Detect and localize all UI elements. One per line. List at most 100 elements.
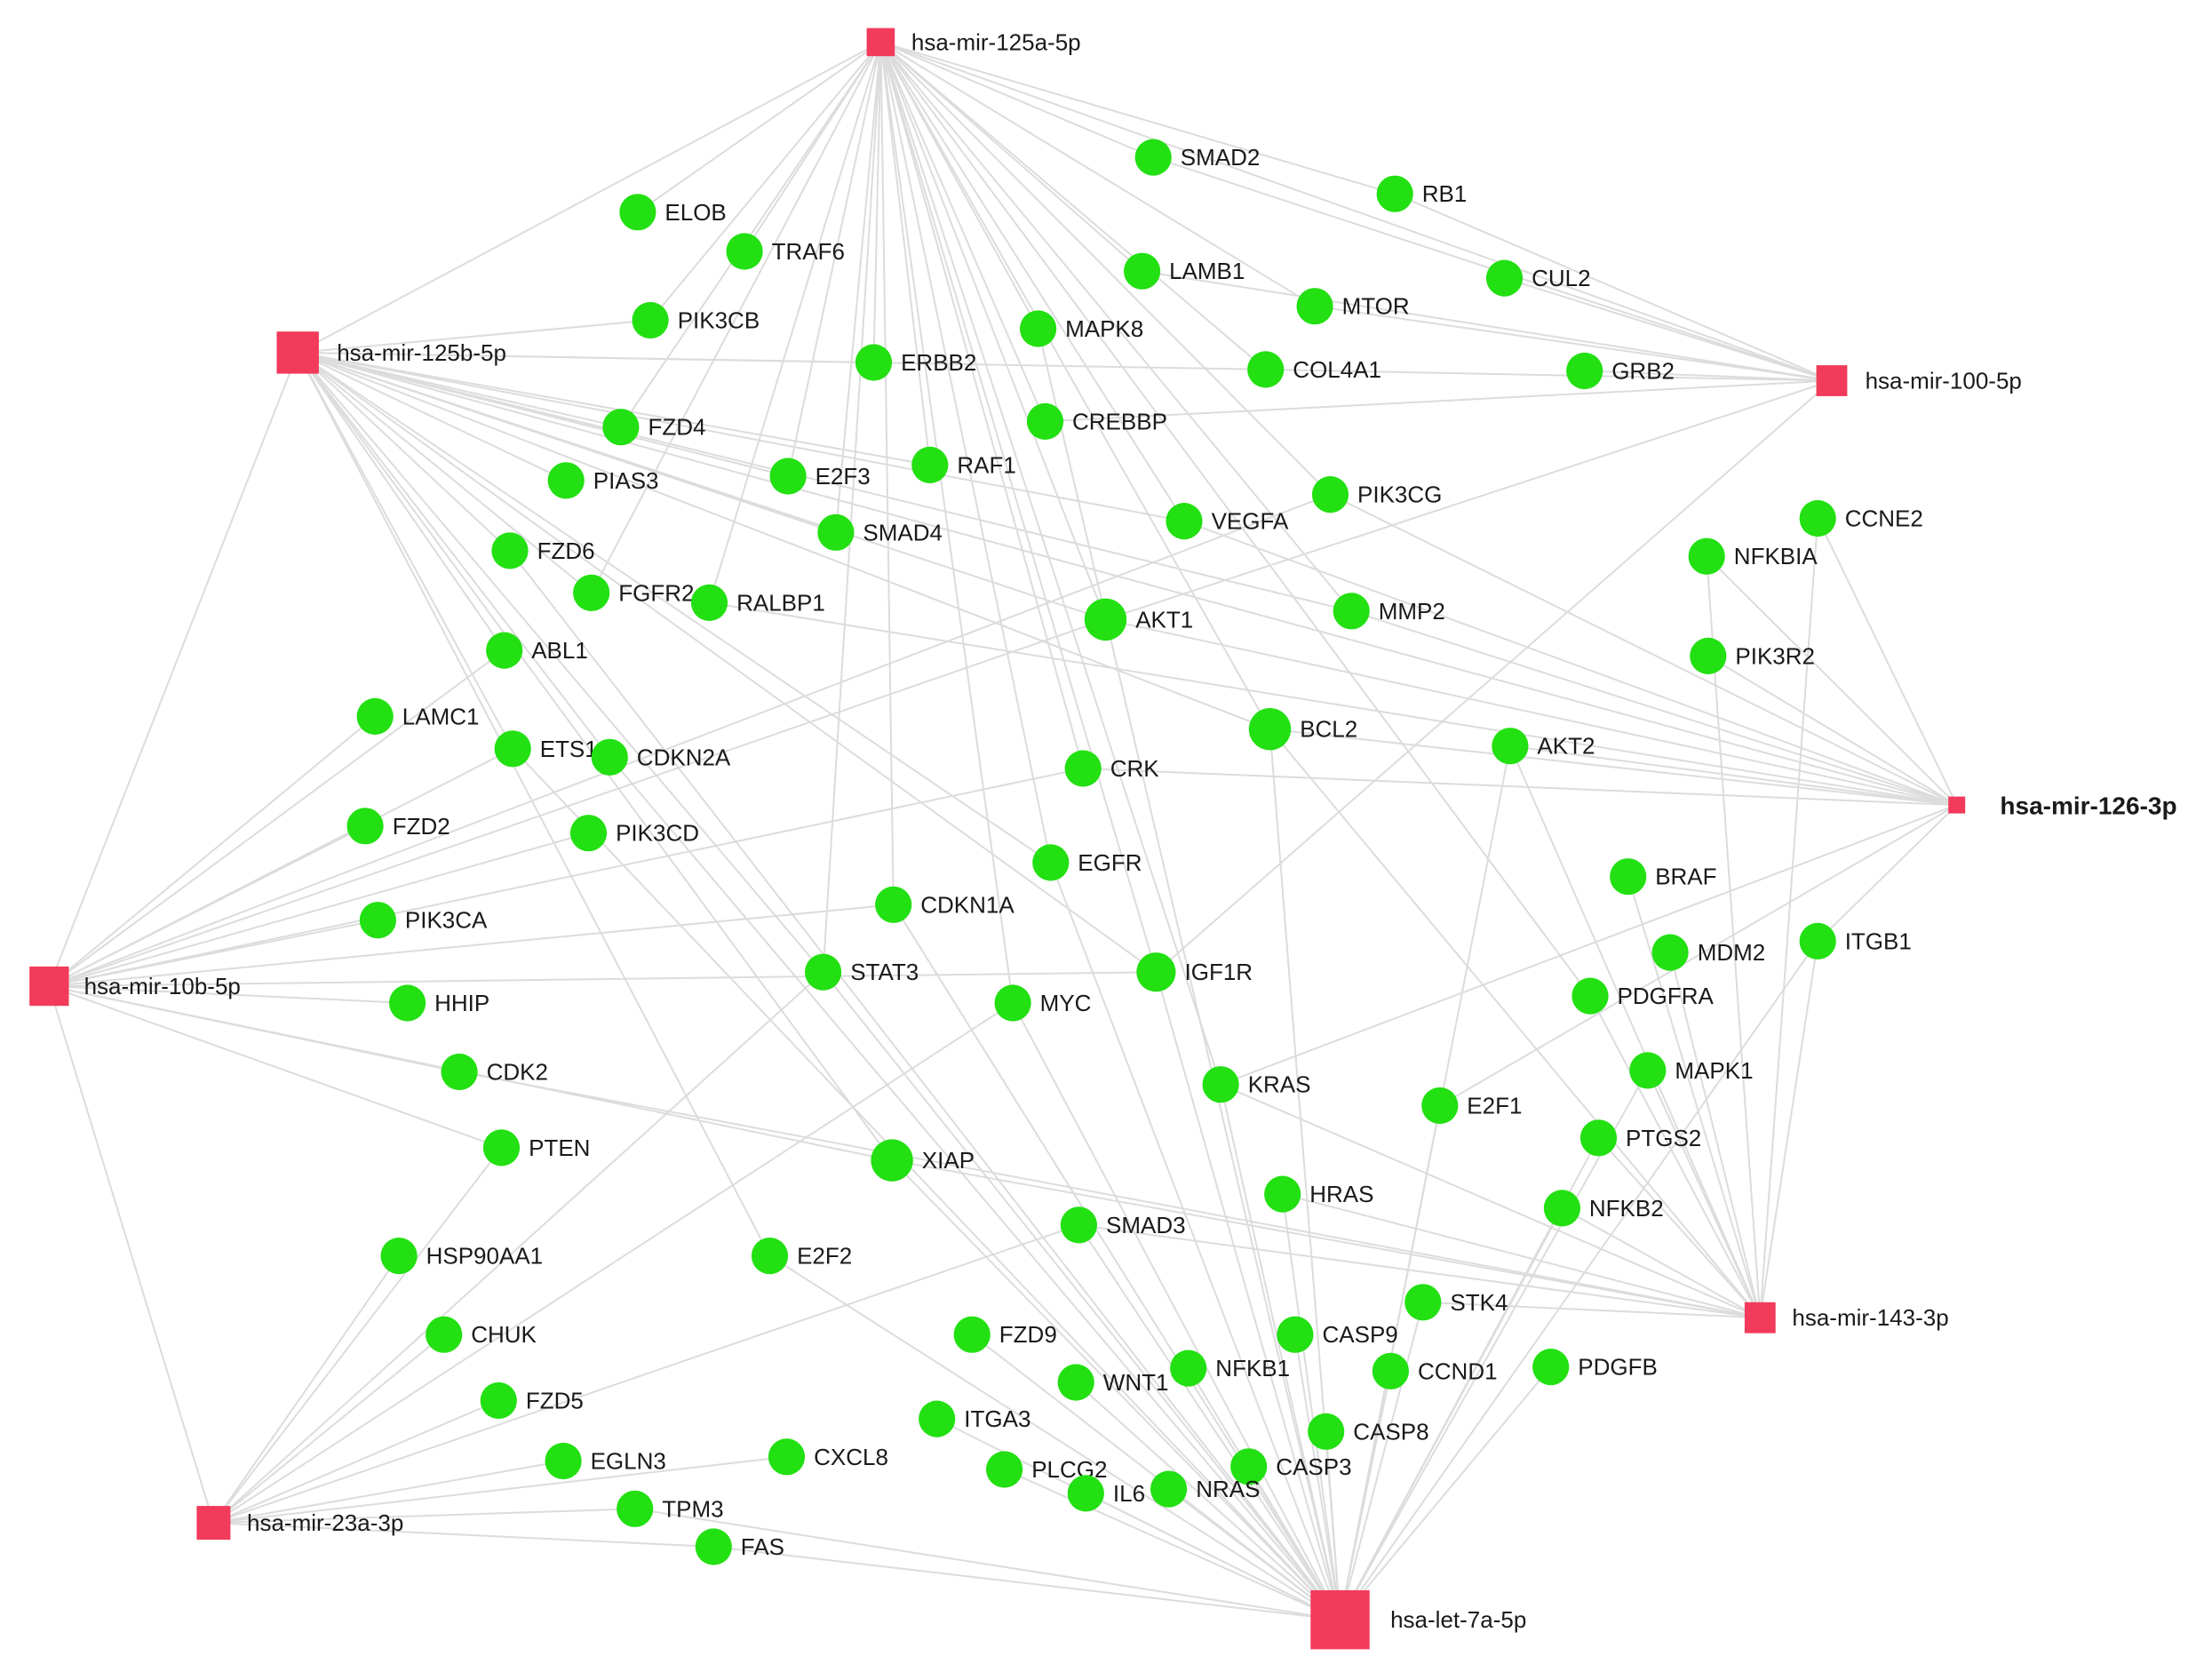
gene-node-fas[interactable]: FAS	[695, 1528, 784, 1565]
gene-node-hras[interactable]: HRAS	[1264, 1175, 1373, 1213]
gene-node-smad2[interactable]: SMAD2	[1134, 139, 1261, 176]
gene-node-mmp2[interactable]: MMP2	[1333, 593, 1445, 630]
gene-node-casp3[interactable]: CASP3	[1230, 1448, 1352, 1485]
edge-hsa-mir-125a-5p-egfr	[879, 42, 1052, 864]
mirna-node-hsa-mir-10b-5p[interactable]: hsa-mir-10b-5p	[29, 966, 241, 1007]
gene-node-itgb1[interactable]: ITGB1	[1799, 922, 1912, 959]
gene-node-pdgfra[interactable]: PDGFRA	[1571, 977, 1715, 1015]
gene-node-cxcl8[interactable]: CXCL8	[768, 1438, 888, 1476]
gene-node-il6[interactable]: IL6	[1067, 1475, 1145, 1512]
gene-node-rb1[interactable]: RB1	[1376, 175, 1468, 212]
gene-node-plcg2[interactable]: PLCG2	[986, 1451, 1107, 1488]
gene-node-bcl2[interactable]: BCL2	[1248, 708, 1357, 751]
gene-node-raf1[interactable]: RAF1	[911, 446, 1016, 483]
gene-node-nfkb1[interactable]: NFKB1	[1170, 1350, 1290, 1387]
gene-node-traf6[interactable]: TRAF6	[726, 233, 845, 270]
gene-node-cul2[interactable]: CUL2	[1485, 259, 1591, 297]
gene-node-crk[interactable]: CRK	[1064, 750, 1160, 787]
gene-node-igf1r[interactable]: IGF1R	[1136, 952, 1253, 992]
gene-node-nras[interactable]: NRAS	[1150, 1470, 1260, 1508]
edge-hsa-mir-125b-5p-akt1	[297, 351, 1106, 621]
gene-node-pik3cd[interactable]: PIK3CD	[569, 815, 699, 852]
gene-node-e2f3[interactable]: E2F3	[769, 458, 871, 495]
gene-node-lamb1[interactable]: LAMB1	[1124, 252, 1245, 290]
mirna-node-hsa-mir-143-3p[interactable]: hsa-mir-143-3p	[1744, 1302, 1949, 1334]
gene-node-fzd9[interactable]: FZD9	[953, 1316, 1057, 1353]
mirna-node-hsa-mir-126-3p[interactable]: hsa-mir-126-3p	[1948, 792, 2177, 820]
gene-node-egln3[interactable]: EGLN3	[545, 1442, 666, 1480]
gene-label-pias3: PIAS3	[593, 467, 659, 494]
edge-hsa-mir-126-3p-ralbp1	[709, 601, 1957, 807]
mirna-node-hsa-mir-23a-3p[interactable]: hsa-mir-23a-3p	[196, 1506, 403, 1541]
gene-node-akt2[interactable]: AKT2	[1492, 728, 1595, 765]
gene-node-pik3cg[interactable]: PIK3CG	[1311, 476, 1442, 514]
gene-node-mapk1[interactable]: MAPK1	[1629, 1052, 1754, 1089]
gene-node-lamc1[interactable]: LAMC1	[356, 697, 480, 736]
gene-node-egfr[interactable]: EGFR	[1032, 844, 1142, 881]
gene-node-mdm2[interactable]: MDM2	[1651, 934, 1766, 971]
gene-node-stk4[interactable]: STK4	[1404, 1284, 1508, 1321]
mirna-node-hsa-mir-125b-5p[interactable]: hsa-mir-125b-5p	[276, 331, 506, 374]
edge-hsa-mir-125a-5p-hsa-mir-125b-5p	[297, 41, 881, 354]
edge-hsa-let-7a-5p-fas	[713, 1546, 1341, 1621]
edge-hsa-let-7a-5p-mapk8	[1037, 328, 1341, 1620]
gene-node-erbb2[interactable]: ERBB2	[855, 344, 976, 381]
gene-node-pten[interactable]: PTEN	[482, 1129, 591, 1166]
gene-node-e2f1[interactable]: E2F1	[1421, 1087, 1522, 1125]
edge-hsa-mir-125b-5p-fzd6	[297, 352, 511, 552]
gene-node-mtor[interactable]: MTOR	[1296, 288, 1410, 325]
gene-node-ets1[interactable]: ETS1	[494, 730, 598, 768]
gene-node-crebbp[interactable]: CREBBP	[1026, 402, 1167, 440]
gene-node-hhip[interactable]: HHIP	[389, 984, 489, 1022]
gene-node-ccnd1[interactable]: CCND1	[1372, 1352, 1498, 1389]
gene-node-col4a1[interactable]: COL4A1	[1247, 351, 1381, 388]
gene-node-fzd6[interactable]: FZD6	[491, 532, 595, 569]
gene-marker-e2f2	[751, 1238, 789, 1275]
gene-node-pik3r2[interactable]: PIK3R2	[1690, 637, 1815, 675]
gene-node-nfkb2[interactable]: NFKB2	[1543, 1190, 1664, 1227]
gene-node-elob[interactable]: ELOB	[619, 194, 727, 231]
gene-node-grb2[interactable]: GRB2	[1566, 352, 1675, 390]
gene-node-fgfr2[interactable]: FGFR2	[573, 574, 695, 611]
gene-node-nfkbia[interactable]: NFKBIA	[1688, 537, 1818, 575]
gene-node-stat3[interactable]: STAT3	[805, 953, 919, 991]
gene-node-fzd4[interactable]: FZD4	[602, 409, 706, 446]
gene-node-smad4[interactable]: SMAD4	[817, 514, 943, 551]
gene-node-xiap[interactable]: XIAP	[871, 1139, 975, 1182]
edge-hsa-mir-125a-5p-bcl2	[879, 41, 1271, 730]
gene-node-myc[interactable]: MYC	[994, 984, 1092, 1022]
gene-node-pik3cb[interactable]: PIK3CB	[632, 301, 760, 339]
gene-node-smad3[interactable]: SMAD3	[1060, 1206, 1186, 1244]
gene-node-akt1[interactable]: AKT1	[1084, 598, 1193, 641]
mirna-node-hsa-mir-100-5p[interactable]: hsa-mir-100-5p	[1816, 365, 2022, 396]
mirna-node-hsa-mir-125a-5p[interactable]: hsa-mir-125a-5p	[866, 28, 1081, 57]
gene-node-braf[interactable]: BRAF	[1610, 858, 1717, 896]
gene-node-pias3[interactable]: PIAS3	[547, 462, 659, 499]
gene-node-ralbp1[interactable]: RALBP1	[690, 584, 825, 622]
gene-node-pdgfb[interactable]: PDGFB	[1532, 1349, 1658, 1386]
gene-node-vegfa[interactable]: VEGFA	[1166, 503, 1289, 540]
mirna-node-hsa-let-7a-5p[interactable]: hsa-let-7a-5p	[1310, 1590, 1526, 1650]
gene-node-casp8[interactable]: CASP8	[1308, 1413, 1429, 1450]
gene-node-e2f2[interactable]: E2F2	[751, 1238, 852, 1275]
gene-node-casp9[interactable]: CASP9	[1277, 1316, 1398, 1353]
gene-node-ptgs2[interactable]: PTGS2	[1579, 1119, 1701, 1157]
gene-node-cdkn2a[interactable]: CDKN2A	[591, 738, 731, 776]
gene-node-cdk2[interactable]: CDK2	[441, 1053, 548, 1091]
gene-node-wnt1[interactable]: WNT1	[1057, 1364, 1169, 1401]
gene-node-fzd5[interactable]: FZD5	[480, 1381, 584, 1420]
gene-marker-plcg2	[986, 1451, 1023, 1488]
gene-node-tpm3[interactable]: TPM3	[617, 1490, 724, 1527]
gene-node-pik3ca[interactable]: PIK3CA	[359, 902, 488, 939]
gene-marker-grb2	[1566, 352, 1603, 390]
gene-node-abl1[interactable]: ABL1	[486, 632, 588, 669]
gene-node-itga3[interactable]: ITGA3	[919, 1400, 1030, 1437]
gene-node-chuk[interactable]: CHUK	[426, 1316, 537, 1353]
gene-node-hsp90aa1[interactable]: HSP90AA1	[380, 1238, 544, 1275]
gene-marker-e2f1	[1421, 1087, 1459, 1125]
gene-node-mapk8[interactable]: MAPK8	[1020, 310, 1143, 347]
gene-node-ccne2[interactable]: CCNE2	[1799, 499, 1923, 537]
gene-node-cdkn1a[interactable]: CDKN1A	[875, 886, 1014, 923]
gene-node-fzd2[interactable]: FZD2	[346, 808, 450, 845]
gene-node-kras[interactable]: KRAS	[1202, 1066, 1311, 1103]
